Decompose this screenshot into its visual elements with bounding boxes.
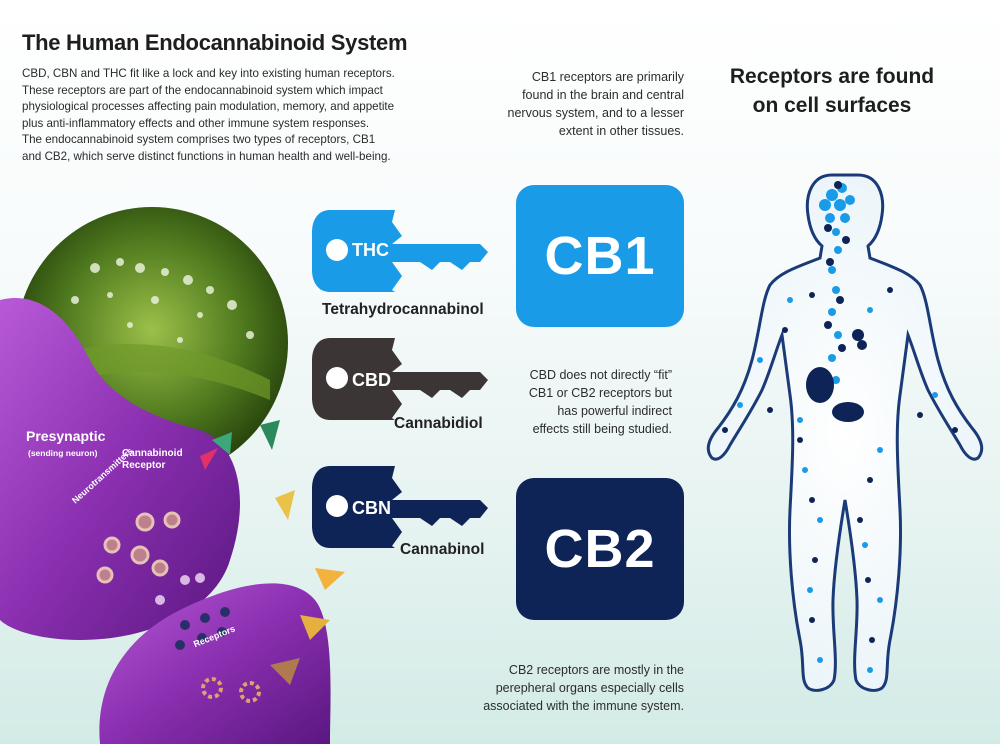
thc-key-label: THC — [352, 240, 389, 260]
human-body-figure — [706, 173, 984, 692]
cbd-key-label: CBD — [352, 370, 391, 390]
cb1-receptor-dots — [737, 183, 938, 673]
cbn-key — [312, 466, 488, 548]
cb2-receptor-box: CB2 — [516, 478, 684, 620]
cannabinoid-receptor-label: Cannabinoid Receptor — [122, 448, 183, 472]
cb1-receptor-box: CB1 — [516, 185, 684, 327]
released-neurotransmitters — [155, 573, 205, 605]
cbn-key-label: CBN — [352, 498, 391, 518]
intro-line: The endocannabinoid system comprises two… — [22, 133, 376, 147]
cbd-note-line: CB1 or CB2 receptors but — [528, 386, 672, 400]
sending-neuron-label: (sending neuron) — [28, 448, 98, 458]
page-title: The Human Endocannabinoid System — [22, 30, 408, 55]
cbd-note-line: CBD does not directly “fit” — [529, 368, 672, 382]
cannabinoid-receptor-line: Cannabinoid — [122, 448, 183, 459]
receptor-sites — [175, 607, 230, 650]
cannabinoid-receptor-line: Receptor — [122, 460, 166, 471]
presynaptic-neuron — [0, 298, 240, 640]
intro-paragraph: CBD, CBN and THC fit like a lock and key… — [22, 66, 422, 166]
cb2-note-line: CB2 receptors are mostly in the — [508, 663, 684, 677]
presynaptic-label: Presynaptic — [26, 428, 106, 444]
cbd-key — [312, 338, 488, 420]
intro-line: These receptors are part of the endocann… — [22, 83, 383, 97]
cb2-receptor-dots — [722, 181, 958, 643]
cb2-note-line: perepheral organs especially cells — [495, 681, 684, 695]
receptor-rings — [201, 677, 261, 703]
cb1-note-line: CB1 receptors are primarily — [531, 70, 684, 84]
thc-full-name: Tetrahydrocannabinol — [322, 301, 484, 318]
cbd-note-line: effects still being studied. — [532, 422, 672, 436]
postsynaptic-neuron — [99, 583, 331, 744]
cbd-full-name: Cannabidiol — [394, 415, 483, 432]
receptors-heading: Receptors are found on cell surfaces — [712, 62, 952, 120]
cannabinoid-molecules — [200, 420, 345, 685]
cb1-note-line: found in the brain and central — [522, 88, 684, 102]
cbn-full-name: Cannabinol — [400, 541, 485, 558]
cb2-description: CB2 receptors are mostly in the perepher… — [454, 661, 684, 715]
cb1-description: CB1 receptors are primarily found in the… — [478, 68, 684, 140]
intro-line: plus anti-inflammatory effects and other… — [22, 116, 370, 130]
receptors-heading-line: on cell surfaces — [752, 94, 912, 117]
neurotransmitter-vesicles — [96, 511, 181, 584]
cb2-note-line: associated with the immune system. — [483, 699, 684, 713]
cbd-note-line: has powerful indirect — [557, 404, 672, 418]
intro-line: and CB2, which serve distinct functions … — [22, 149, 391, 163]
cb1-note-line: extent in other tissues. — [558, 124, 684, 138]
intro-line: CBD, CBN and THC fit like a lock and key… — [22, 67, 395, 80]
thc-key — [312, 210, 488, 292]
cbd-description: CBD does not directly “fit” CB1 or CB2 r… — [500, 366, 672, 438]
cb1-note-line: nervous system, and to a lesser — [507, 106, 684, 120]
receptors-heading-line: Receptors are found — [729, 65, 935, 88]
intro-line: physiological processes affecting pain m… — [22, 100, 395, 114]
